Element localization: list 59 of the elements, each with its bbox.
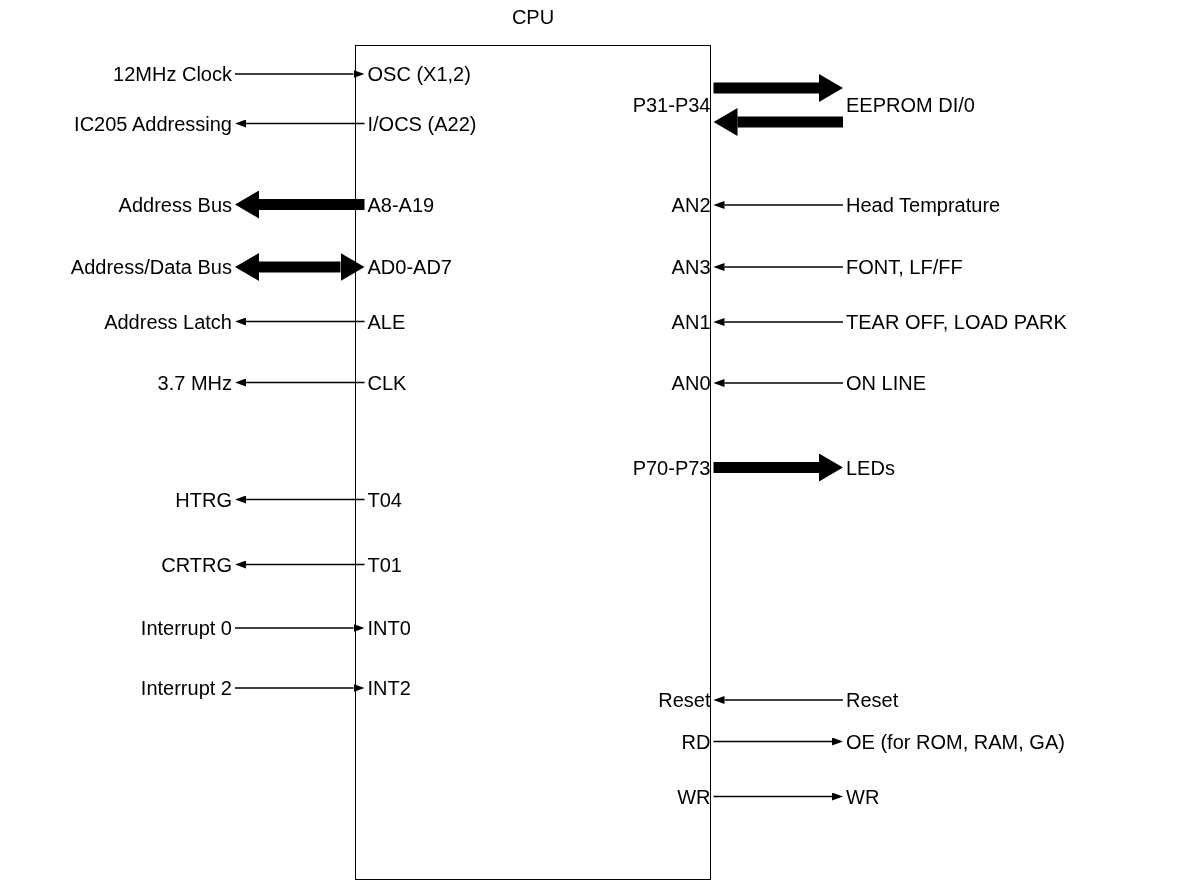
arrow <box>235 560 366 569</box>
pin-label: Reset <box>658 686 711 713</box>
signal-label: 12MHz Clock <box>113 61 232 87</box>
signal-label: Reset <box>846 687 899 713</box>
pin-label: INT2 <box>367 674 411 701</box>
arrow <box>234 684 365 692</box>
arrow <box>713 263 844 271</box>
double-bus-arrow <box>235 253 365 281</box>
signal-label: OE (for ROM, RAM, GA) <box>846 729 1065 755</box>
arrow <box>235 119 366 128</box>
signal-label: Head Temprature <box>846 192 1001 218</box>
pin-label: RD <box>681 728 711 755</box>
arrow <box>235 378 366 387</box>
arrow <box>712 792 843 801</box>
arrow <box>235 495 366 504</box>
arrow <box>713 379 844 387</box>
signal-label: ON LINE <box>846 370 927 396</box>
pin-label: AN1 <box>671 308 711 335</box>
arrow <box>235 317 366 326</box>
pin-label: INT0 <box>367 614 411 641</box>
arrow <box>713 318 844 326</box>
pin-label: T04 <box>367 486 402 513</box>
pin-label: AN3 <box>671 253 711 280</box>
bus-arrow <box>235 190 365 219</box>
block-title: CPU <box>511 5 555 30</box>
signal-label: Interrupt 0 <box>140 615 232 641</box>
pin-label: ALE <box>367 308 406 335</box>
bus-arrow <box>713 74 843 102</box>
signal-label: Address Latch <box>104 309 232 335</box>
signal-label: Address Bus <box>118 192 232 218</box>
pin-label: CLK <box>367 369 407 396</box>
signal-label: Interrupt 2 <box>140 675 232 701</box>
pin-label: A8-A19 <box>367 191 435 218</box>
pin-label: WR <box>677 783 711 810</box>
pin-label: AN0 <box>671 369 711 396</box>
pin-label: I/OCS (A22) <box>367 110 477 137</box>
pin-label: AN2 <box>671 191 711 218</box>
arrow <box>234 70 365 78</box>
pin-label: OSC (X1,2) <box>367 60 471 87</box>
signal-label: CRTRG <box>161 552 232 578</box>
signal-label: IC205 Addressing <box>74 111 232 137</box>
signal-label: HTRG <box>175 487 232 513</box>
signal-label: WR <box>846 784 880 810</box>
pin-label: P70-P73 <box>632 454 711 481</box>
signal-label: Address/Data Bus <box>70 254 232 280</box>
signal-label: LEDs <box>846 455 895 481</box>
signal-label: TEAR OFF, LOAD PARK <box>846 309 1067 335</box>
arrow <box>234 624 365 632</box>
pin-label: AD0-AD7 <box>367 253 452 280</box>
signal-label: FONT, LF/FF <box>846 254 963 280</box>
arrow <box>712 737 843 746</box>
arrow <box>713 201 844 209</box>
bus-arrow <box>713 453 843 482</box>
arrow <box>713 696 844 704</box>
pin-label: T01 <box>367 551 402 578</box>
bus-arrow <box>713 108 843 136</box>
signal-label: EEPROM DI/0 <box>846 92 975 118</box>
pin-label: P31-P34 <box>632 91 711 118</box>
signal-label: 3.7 MHz <box>157 370 232 396</box>
